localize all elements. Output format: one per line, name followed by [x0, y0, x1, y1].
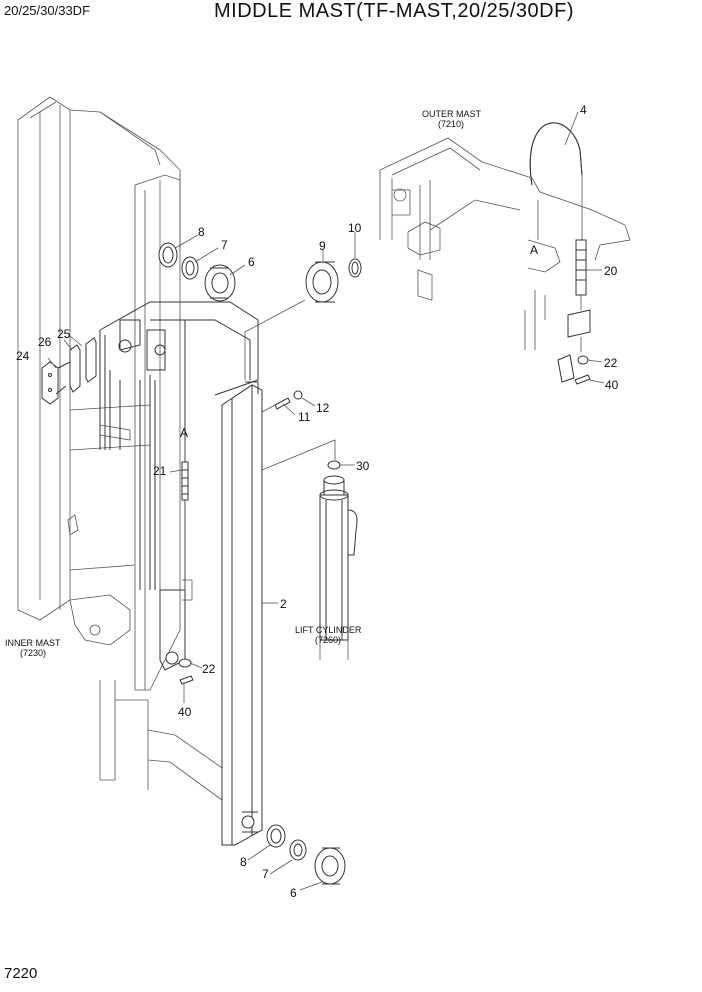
upper-bearing-set	[158, 242, 236, 302]
callout-8-lower: 8	[240, 855, 247, 869]
callout-10: 10	[348, 221, 362, 235]
callout-2: 2	[280, 597, 287, 611]
lift-cylinder-drawing	[261, 439, 358, 660]
callout-11: 11	[298, 410, 311, 424]
page-number: 7220	[4, 965, 38, 982]
bolt-11-nut-12	[261, 390, 303, 413]
inner-mast-drawing	[17, 96, 226, 801]
callout-21: 21	[153, 464, 167, 478]
page-title: MIDDLE MAST(TF-MAST,20/25/30DF)	[214, 0, 575, 22]
model-number: 20/25/30/33DF	[4, 3, 91, 18]
callout-24: 24	[16, 349, 30, 363]
lift-cylinder-label: LIFT CYLINDER	[295, 625, 362, 635]
lift-cylinder-ref: (7260)	[315, 635, 341, 645]
callout-40-right: 40	[605, 378, 619, 392]
callout-30: 30	[356, 459, 370, 473]
bearing-9-and-ring-10	[244, 258, 362, 380]
callout-40-left: 40	[178, 705, 192, 719]
chain-anchor-21	[181, 440, 189, 590]
bracket-parts	[41, 337, 97, 405]
reference-a-right: A	[530, 243, 538, 257]
outer-mast-ref: (7210)	[438, 119, 464, 129]
callout-4: 4	[580, 103, 587, 117]
inner-mast-label: INNER MAST	[5, 638, 61, 648]
callout-22-right: 22	[604, 356, 618, 370]
lower-bearing-set	[266, 824, 346, 885]
callout-6-upper: 6	[248, 255, 255, 269]
callout-7-upper: 7	[221, 238, 228, 252]
callout-8-upper: 8	[198, 225, 205, 239]
callout-25: 25	[57, 327, 71, 341]
anchor-bolt-20	[557, 239, 591, 385]
callout-7-lower: 7	[262, 867, 269, 881]
lower-nut-and-pin	[178, 658, 194, 685]
callout-6-lower: 6	[290, 886, 297, 900]
outer-mast-label: OUTER MAST	[422, 109, 482, 119]
outer-mast-drawing	[379, 137, 631, 350]
callout-9: 9	[319, 239, 326, 253]
callout-12: 12	[316, 401, 330, 415]
reference-a-left: A	[180, 426, 188, 440]
callout-26: 26	[38, 335, 52, 349]
inner-mast-ref: (7230)	[20, 648, 46, 658]
leader-lines	[47, 111, 605, 891]
lift-chain-4	[529, 122, 583, 240]
callout-20: 20	[604, 264, 618, 278]
middle-mast-drawing	[99, 301, 263, 846]
callout-22-left: 22	[202, 662, 216, 676]
